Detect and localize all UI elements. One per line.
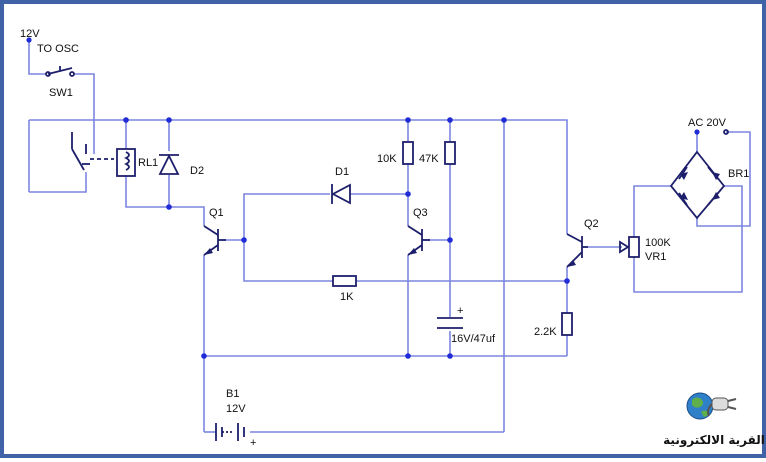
label-battery-plus: + [250,437,256,449]
resistor-1k [332,275,357,287]
label-capacitor: 16V/47uf [451,333,496,345]
label-q3: Q3 [413,207,428,219]
resistor-47k [444,141,456,165]
label-1k: 1K [340,291,354,303]
label-br1: BR1 [728,168,749,180]
label-d2: D2 [190,165,204,177]
label-10k: 10K [377,153,397,165]
junction-dots [26,37,700,359]
label-b1-voltage: 12V [226,403,246,415]
transistor-q3 [407,225,430,256]
label-to-osc: TO OSC [37,43,79,55]
label-sw1: SW1 [49,87,73,99]
wires [28,40,751,433]
label-ac-20v: AC 20V [688,117,727,129]
switch-sw1 [45,66,75,77]
circuit-diagram: 12V TO OSC SW1 RL1 D2 Q1 D1 10K 47K Q3 1… [20,28,765,449]
label-100k: 100K [645,237,671,249]
resistor-2-2k [561,312,573,336]
label-vr1: VR1 [645,251,666,263]
battery-b1 [215,423,245,441]
logo: القرية الالكترونية [663,392,765,448]
label-rl1: RL1 [138,157,158,169]
label-d1: D1 [335,166,349,178]
diode-d2 [158,153,180,175]
bridge-rectifier-br1 [669,129,729,220]
label-47k: 47K [419,153,439,165]
transistor-q2 [566,233,588,268]
logo-text: القرية الالكترونية [663,433,765,448]
resistor-10k [402,141,414,165]
label-q2: Q2 [584,218,599,230]
label-b1: B1 [226,388,239,400]
globe-plug-icon [686,392,737,420]
capacitor-47uf [437,317,463,329]
transistor-q1 [203,225,226,256]
label-cap-plus: + [457,305,463,317]
label-2-2k: 2.2K [534,326,557,338]
labels: 12V TO OSC SW1 RL1 D2 Q1 D1 10K 47K Q3 1… [20,28,749,449]
label-q1: Q1 [209,207,224,219]
label-supply-12v: 12V [20,28,40,40]
diode-d1 [331,183,351,205]
potentiometer-vr1 [619,236,640,258]
relay-rl1 [71,132,136,177]
